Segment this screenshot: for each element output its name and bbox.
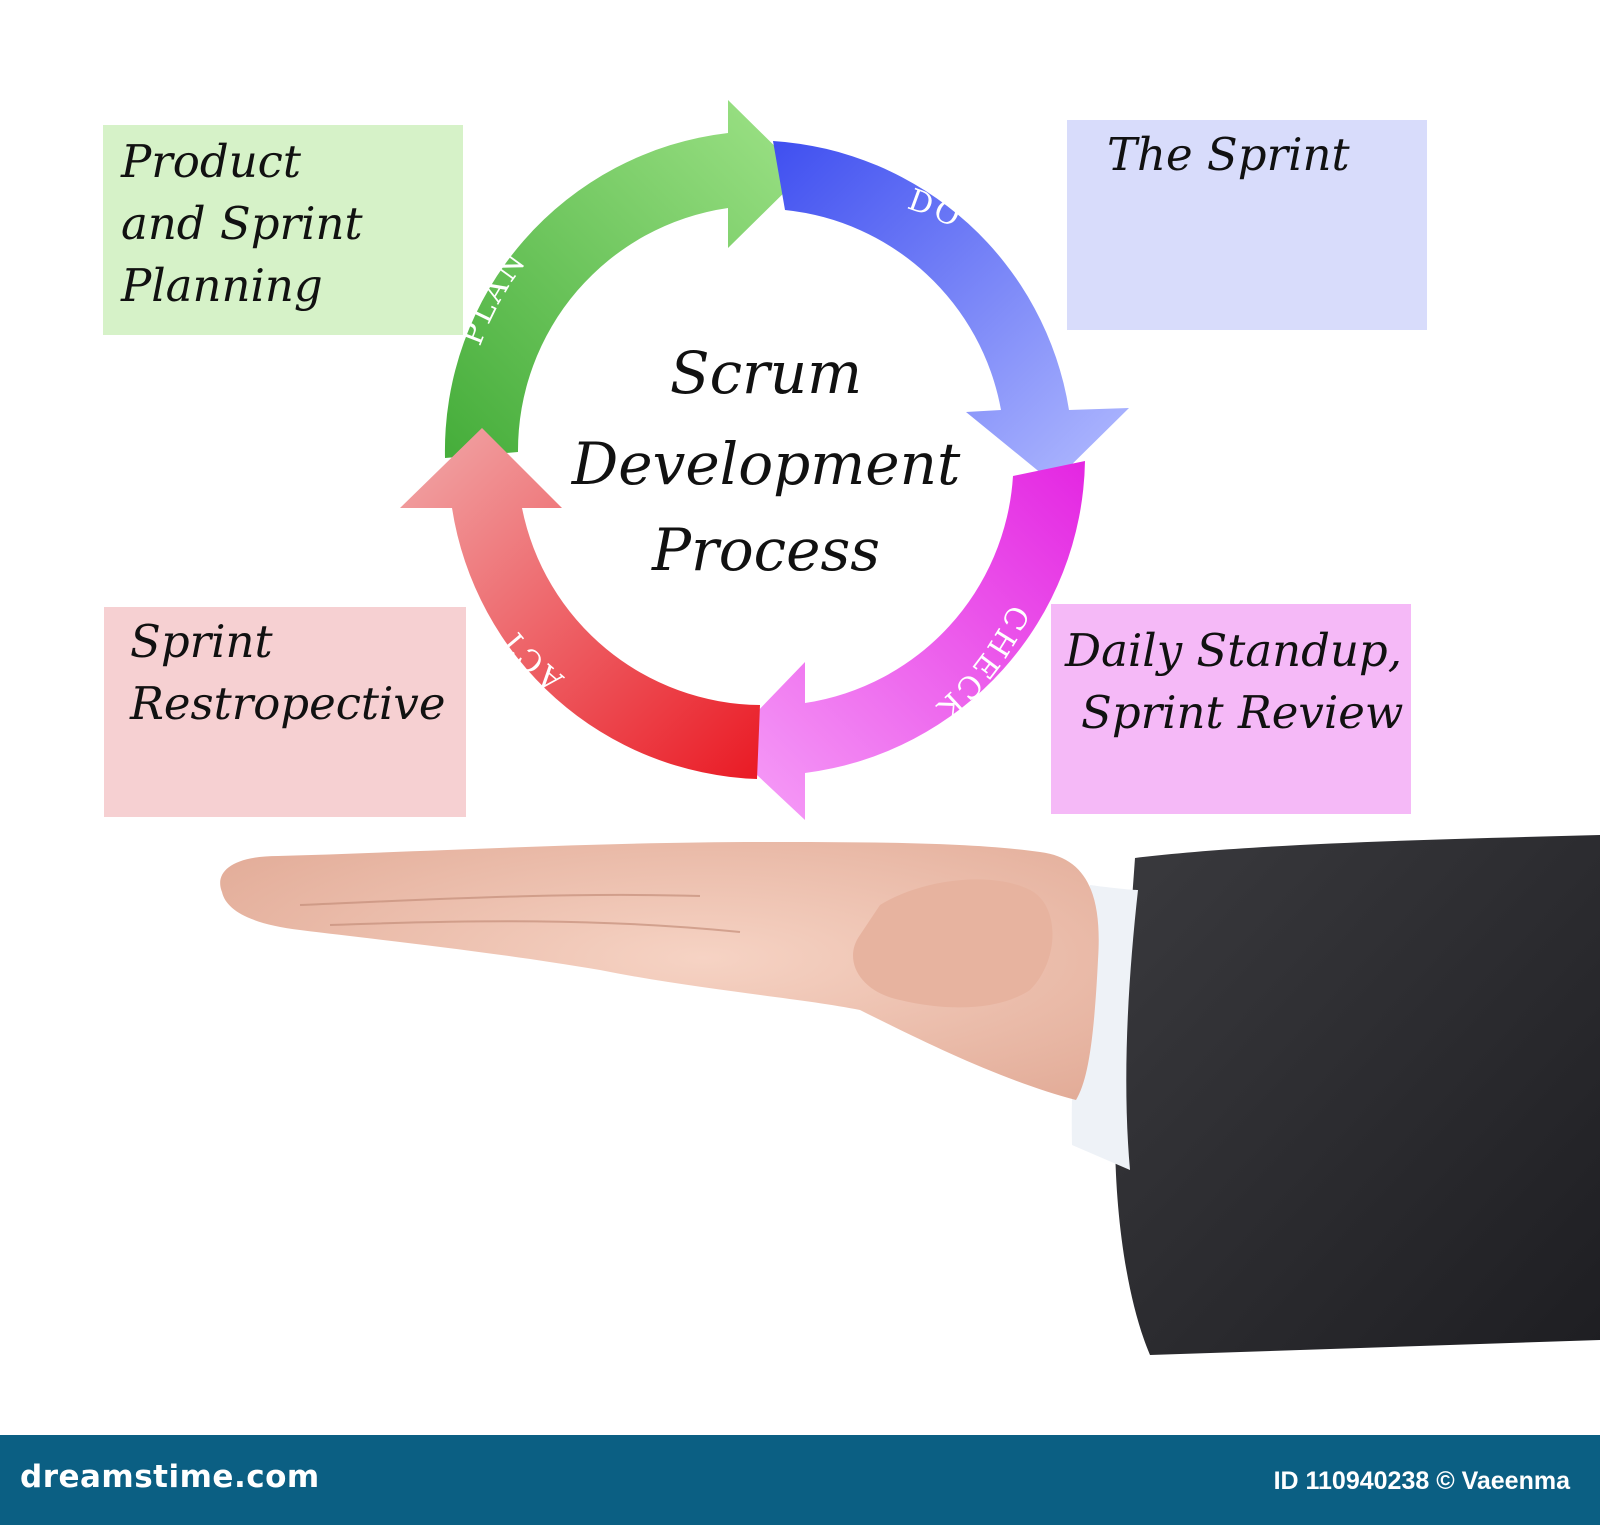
image-credit: ID 110940238 © Vaeenma (1273, 1467, 1570, 1495)
plan-box-line: Product (121, 135, 301, 188)
act-description-box: Sprint Restropective (104, 607, 466, 817)
check-description-box: Daily Standup, Sprint Review (1051, 604, 1411, 814)
watermark-brand[interactable]: dreamstime.com (20, 1459, 320, 1495)
thumb (853, 879, 1053, 1008)
presenting-hand-photo (220, 835, 1600, 1355)
watermark-footer: dreamstime.com ID 110940238 © Vaeenma (0, 1435, 1600, 1525)
act-box-line: Restropective (130, 677, 446, 730)
plan-arrow (444, 100, 803, 458)
svg-text:Development: Development (571, 430, 961, 498)
act-arrow (400, 428, 760, 779)
check-box-line: Sprint Review (1081, 686, 1404, 739)
do-box-line: The Sprint (1107, 128, 1350, 181)
sleeve (1115, 835, 1600, 1355)
act-box-line: Sprint (130, 615, 273, 668)
do-description-box: The Sprint (1067, 120, 1427, 330)
do-arrow (773, 141, 1129, 483)
check-box-line: Daily Standup, (1065, 624, 1403, 677)
check-arrow (725, 461, 1085, 820)
diagram-title: Scrum Development Process (571, 339, 961, 584)
svg-text:Scrum: Scrum (670, 339, 862, 407)
plan-box-line: Planning (121, 259, 323, 312)
plan-box-line: and Sprint (121, 197, 363, 250)
svg-text:Process: Process (651, 516, 880, 584)
plan-description-box: Product and Sprint Planning (103, 125, 463, 335)
